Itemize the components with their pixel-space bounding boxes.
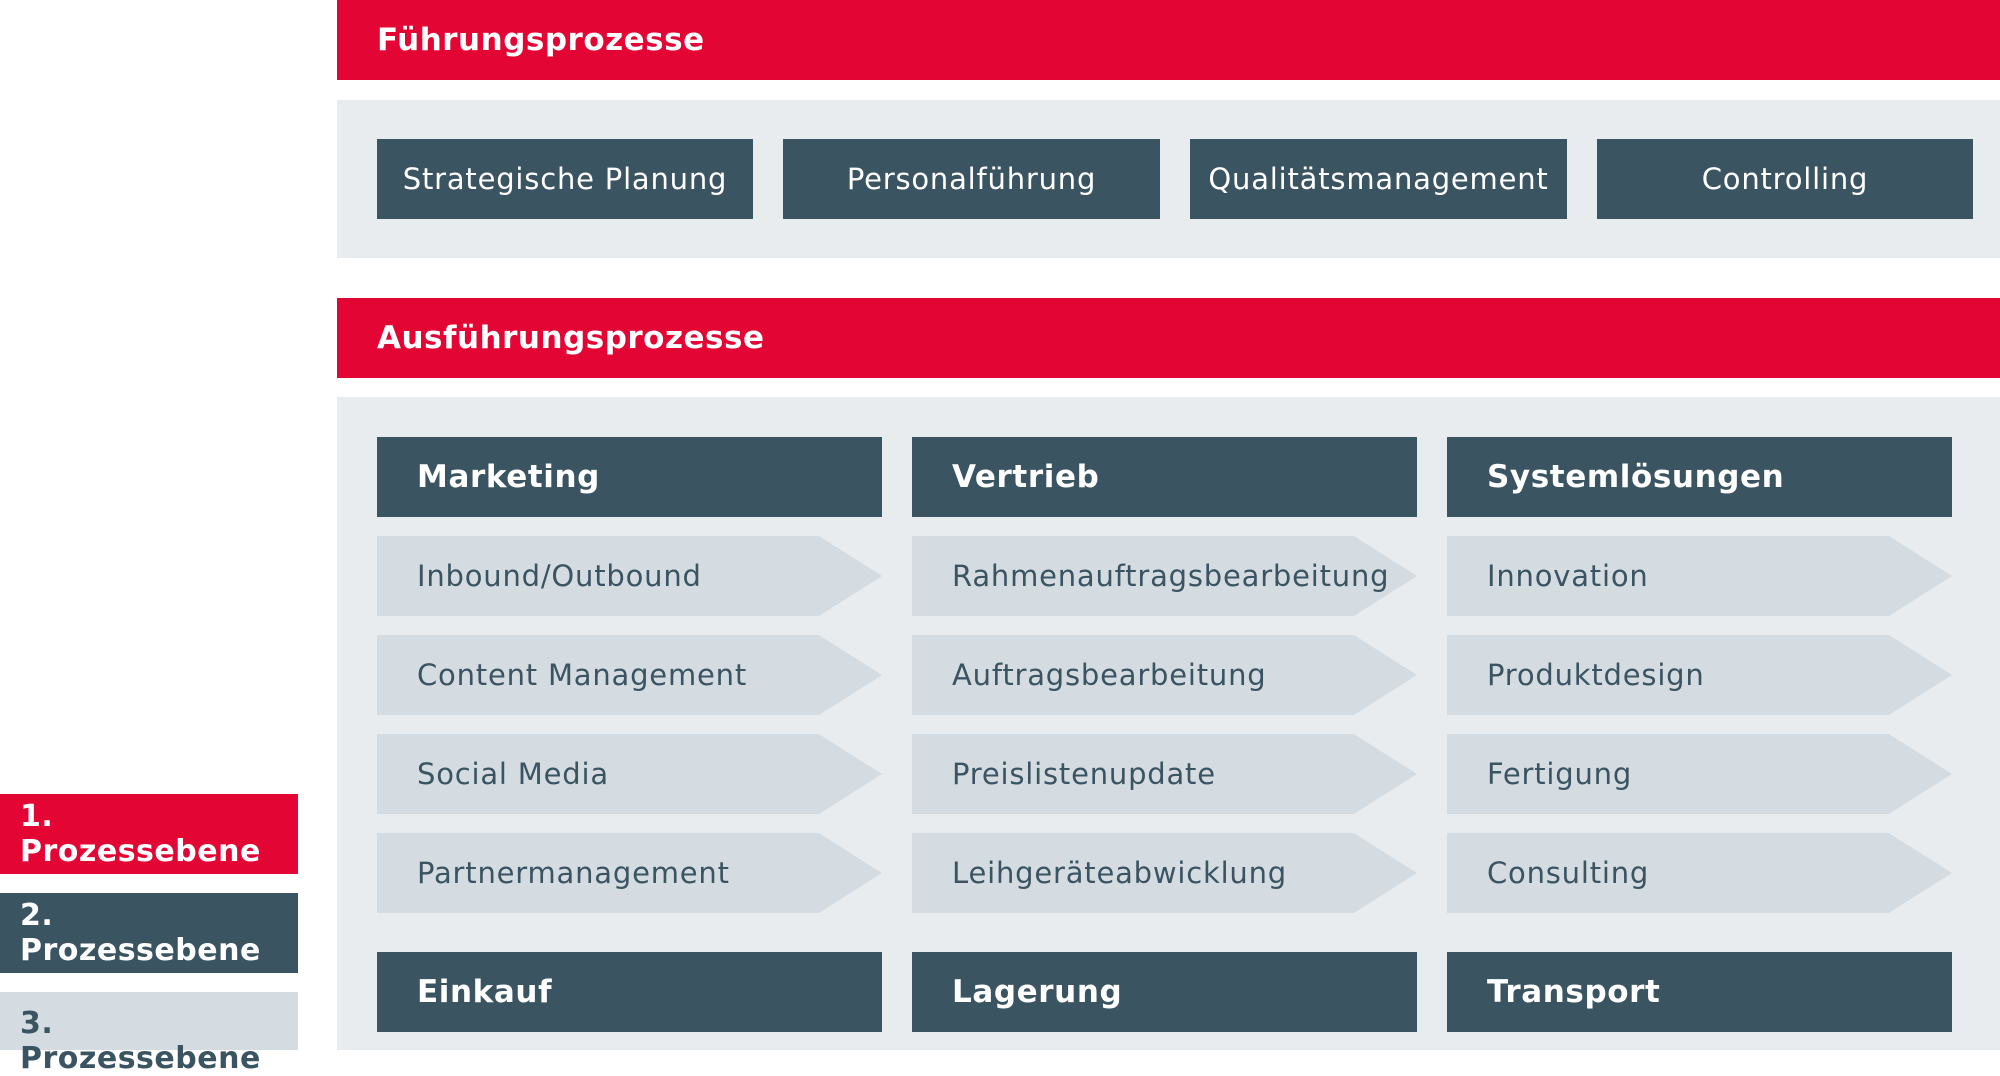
process-arrow: Auftragsbearbeitung (912, 635, 1417, 715)
legend-label: 3. Prozessebene (20, 1006, 261, 1076)
fuehrung-item-label: Personalführung (846, 162, 1097, 196)
process-label: Innovation (1487, 559, 1649, 593)
fuehrung-item-label: Strategische Planung (402, 162, 728, 196)
process-label: Content Management (417, 658, 747, 692)
process-arrow: Produktdesign (1447, 635, 1952, 715)
fuehrung-item-label: Controlling (1701, 162, 1869, 196)
ausfuehrungsprozesse-title: Ausführungsprozesse (377, 320, 765, 356)
process-arrow: Innovation (1447, 536, 1952, 616)
column-title: Vertrieb (952, 459, 1100, 495)
process-label: Preislistenupdate (952, 757, 1216, 791)
process-label: Produktdesign (1487, 658, 1705, 692)
column-title: Systemlösungen (1487, 459, 1785, 495)
process-label: Rahmenauftragsbearbeitung (952, 559, 1390, 593)
fuehrung-item-label: Qualitätsmanagement (1208, 162, 1549, 196)
column-header-systemloesungen: Systemlösungen (1447, 437, 1952, 517)
process-label: Auftragsbearbeitung (952, 658, 1267, 692)
fuehrung-item-personalfuehrung: Personalführung (783, 139, 1160, 219)
column-header-vertrieb: Vertrieb (912, 437, 1417, 517)
process-label: Consulting (1487, 856, 1650, 890)
process-label: Inbound/Outbound (417, 559, 702, 593)
legend-level-2: 2. Prozessebene (0, 893, 298, 973)
process-label: Leihgeräteabwicklung (952, 856, 1287, 890)
fuehrungsprozesse-header: Führungsprozesse (337, 0, 2000, 80)
legend-level-3: 3. Prozessebene (0, 992, 298, 1076)
process-label: Fertigung (1487, 757, 1633, 791)
process-title: Einkauf (417, 974, 553, 1010)
fuehrung-item-strategische-planung: Strategische Planung (377, 139, 753, 219)
process-arrow: Rahmenauftragsbearbeitung (912, 536, 1417, 616)
process-title: Lagerung (952, 974, 1123, 1010)
column-title: Marketing (417, 459, 600, 495)
process-arrow: Fertigung (1447, 734, 1952, 814)
process-arrow: Social Media (377, 734, 882, 814)
fuehrungsprozesse-title: Führungsprozesse (377, 22, 705, 58)
process-arrow: Content Management (377, 635, 882, 715)
fuehrung-item-qualitaetsmanagement: Qualitätsmanagement (1190, 139, 1567, 219)
process-label: Partnermanagement (417, 856, 730, 890)
process-label: Social Media (417, 757, 609, 791)
process-transport: Transport (1447, 952, 1952, 1032)
legend-level-1: 1. Prozessebene (0, 794, 298, 874)
column-header-marketing: Marketing (377, 437, 882, 517)
process-title: Transport (1487, 974, 1661, 1010)
legend-label: 1. Prozessebene (20, 799, 261, 869)
legend-label: 2. Prozessebene (20, 898, 261, 968)
ausfuehrungsprozesse-header: Ausführungsprozesse (337, 298, 2000, 378)
process-arrow: Inbound/Outbound (377, 536, 882, 616)
process-arrow: Partnermanagement (377, 833, 882, 913)
process-einkauf: Einkauf (377, 952, 882, 1032)
process-arrow: Preislistenupdate (912, 734, 1417, 814)
process-arrow: Consulting (1447, 833, 1952, 913)
process-arrow: Leihgeräteabwicklung (912, 833, 1417, 913)
process-lagerung: Lagerung (912, 952, 1417, 1032)
fuehrung-item-controlling: Controlling (1597, 139, 1973, 219)
